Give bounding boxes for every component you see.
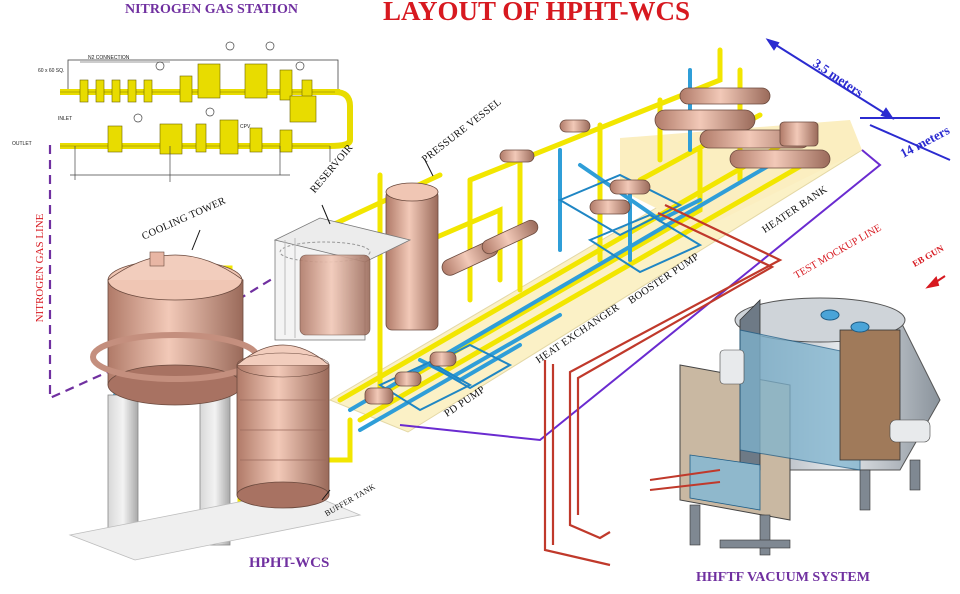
heater-bank: [654, 87, 831, 169]
station-cpv-text: CPV: [240, 124, 251, 130]
station-inlet-text: INLET: [58, 116, 72, 122]
page-title: LAYOUT OF HPHT-WCS: [383, 0, 691, 26]
station-n2-connection-text: N2 CONNECTION: [88, 55, 130, 61]
nitrogen-gas-line: [48, 145, 291, 400]
reservoir: [273, 217, 412, 341]
test-mockup-line: [543, 204, 783, 567]
nitrogen-gas-station-drawing: 60 x 60 SQ. N2 CONNECTION INLET OUTLET C…: [12, 41, 353, 182]
hhftf-vacuum-system: [649, 297, 941, 556]
station-size-text: 60 x 60 SQ.: [38, 68, 64, 74]
nitrogen-gas-station-label: NITROGEN GAS STATION: [125, 2, 298, 17]
station-outlet-text: OUTLET: [12, 141, 32, 147]
nitrogen-gas-line-label: NITROGEN GAS LINE: [34, 213, 46, 323]
annotation-arrows: [191, 159, 434, 501]
hpht-wcs-label: HPHT-WCS: [249, 555, 330, 571]
dimension-lines: [765, 38, 951, 161]
pressure-vessel: [385, 182, 439, 331]
hhftf-vacuum-system-label: HHFTF VACUUM SYSTEM: [696, 570, 870, 585]
pumps: [364, 119, 651, 405]
buffer-tank: [236, 344, 330, 509]
cooling-tower: [68, 251, 362, 561]
equipment-frames: [377, 173, 703, 412]
eb-gun-arrow: [925, 275, 946, 289]
